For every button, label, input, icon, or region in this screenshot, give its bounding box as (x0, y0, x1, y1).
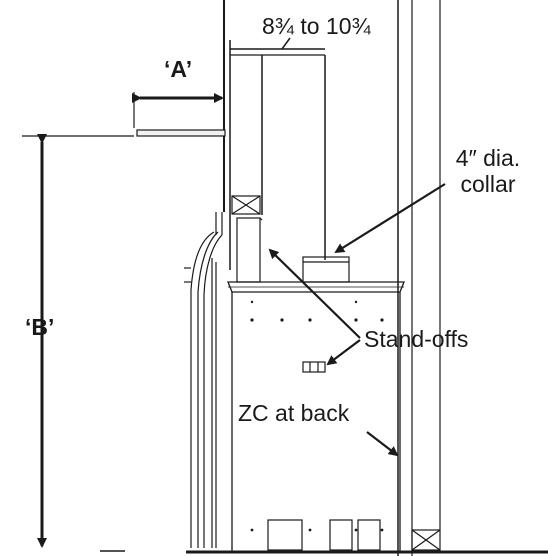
dimension-b-label: ‘B’ (25, 314, 55, 340)
mantel-shelf (136, 129, 226, 137)
clearance-label: 8¾ to 10¾ (262, 13, 371, 39)
bottom-right-block (411, 529, 441, 551)
zc-back-label: ZC at back (238, 400, 350, 426)
header-block (231, 195, 261, 215)
fireplace-body (227, 281, 405, 552)
floor-line (100, 550, 548, 554)
body-dots (250, 300, 384, 532)
leader-lines (268, 183, 446, 457)
standoff-post (236, 217, 263, 283)
dimension-b (22, 134, 134, 548)
standoff-leader-upper (268, 248, 361, 339)
collar-label-line2: collar (460, 171, 516, 197)
flue-collar (302, 256, 350, 283)
standoffs-label: Stand-offs (364, 326, 469, 352)
zc-leader (366, 431, 399, 457)
dimension-a (132, 92, 224, 128)
bottom-blocks (267, 519, 381, 551)
collar-leader (334, 183, 446, 254)
fireplace-front-edge (184, 212, 223, 548)
collar-label-line1: 4″ dia. (455, 145, 521, 171)
clearance-dimension (230, 37, 325, 50)
wall-framing (223, 0, 441, 556)
dimension-a-label: ‘A’ (164, 56, 193, 82)
standoff-bracket (302, 361, 326, 373)
standoff-leader-lower (326, 339, 361, 366)
